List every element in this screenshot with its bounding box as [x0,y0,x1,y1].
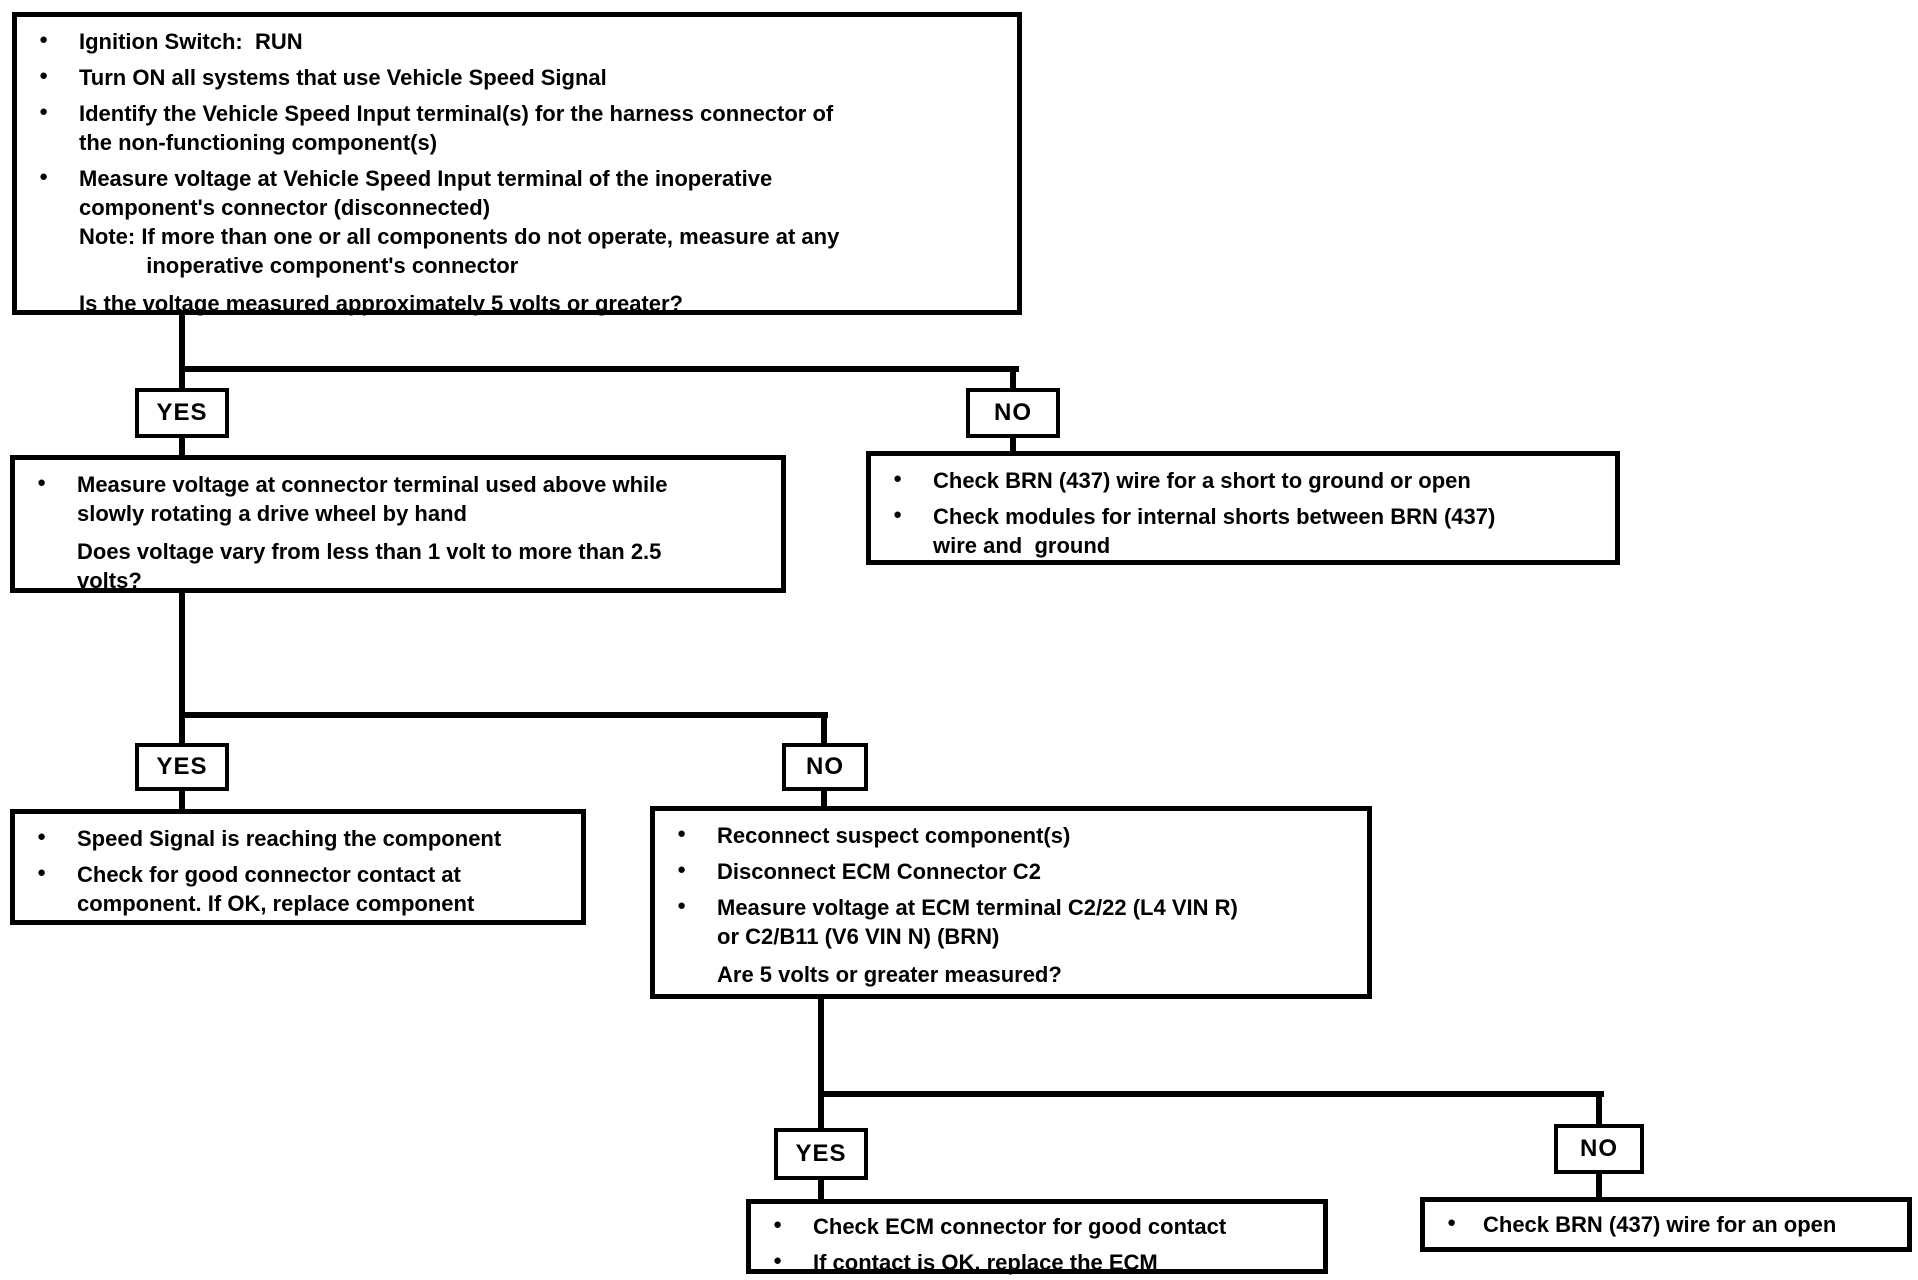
step-text: Speed Signal is reaching the component [77,826,502,851]
bullet-icon [1447,1215,1456,1230]
step-text: Measure voltage at ECM terminal C2/22 (L… [717,895,1238,949]
decision-question: Are 5 volts or greater measured? [669,960,1351,989]
connector-line [179,366,1019,372]
no-label-text: NO [806,753,844,780]
bullet-icon [893,471,902,486]
yes-branch-label: YES [774,1128,868,1180]
step-text: Check BRN (437) wire for a short to grou… [933,468,1471,493]
list-item: Identify the Vehicle Speed Input termina… [31,99,1001,157]
step-text: Reconnect suspect component(s) [717,823,1071,848]
bullet-icon [39,32,48,47]
list-item: Ignition Switch: RUN [31,27,1001,56]
list-item: Check BRN (437) wire for a short to grou… [885,466,1599,495]
step-text: Check BRN (437) wire for an open [1483,1212,1837,1237]
step-text: Check for good connector contact at comp… [77,862,475,916]
bullet-icon [773,1253,782,1268]
connector-line [179,435,185,457]
no-label-text: NO [994,399,1032,426]
yes-label-text: YES [795,1140,847,1167]
yes-branch-label: YES [135,743,229,791]
start-step-box: Ignition Switch: RUN Turn ON all systems… [12,12,1022,318]
step-text: Identify the Vehicle Speed Input termina… [79,101,834,155]
bullet-icon [37,865,46,880]
step-text: Measure voltage at connector terminal us… [77,472,668,526]
list-item: Check modules for internal shorts betwee… [885,502,1599,560]
connector-line [1596,1091,1602,1127]
connector-line [1596,1173,1602,1199]
bullet-icon [773,1217,782,1232]
bullet-icon [37,475,46,490]
step-text: Ignition Switch: RUN [79,29,303,54]
bullet-icon [677,898,686,913]
bullet-icon [893,507,902,522]
bullet-icon [677,862,686,877]
yes-label-text: YES [156,399,208,426]
signal-reaching-component-box: Speed Signal is reaching the component C… [10,809,586,925]
list-item: Check BRN (437) wire for an open [1439,1210,1891,1239]
list-item: Check for good connector contact at comp… [29,860,565,918]
question-text: Does voltage vary from less than 1 volt … [77,539,662,593]
list-item: Reconnect suspect component(s) [669,821,1351,850]
decision-question: Does voltage vary from less than 1 volt … [29,537,765,595]
list-item: Disconnect ECM Connector C2 [669,857,1351,886]
step-text: Check ECM connector for good contact [813,1214,1227,1239]
step-text: Disconnect ECM Connector C2 [717,859,1041,884]
step-text: Check modules for internal shorts betwee… [933,504,1496,558]
list-item: Speed Signal is reaching the component [29,824,565,853]
no-branch-label: NO [782,743,868,791]
step-text: Turn ON all systems that use Vehicle Spe… [79,65,607,90]
yes-label-text: YES [156,753,208,780]
list-item: Measure voltage at connector terminal us… [29,470,765,528]
connector-line [179,712,828,718]
connector-line [179,590,185,746]
connector-line [821,712,827,746]
question-text: Are 5 volts or greater measured? [717,962,1062,987]
connector-line [818,997,824,1131]
list-item: Measure voltage at ECM terminal C2/22 (L… [669,893,1351,951]
question-text: Is the voltage measured approximately 5 … [79,291,683,316]
connector-line [179,313,185,391]
list-item: Measure voltage at Vehicle Speed Input t… [31,164,1001,280]
list-item: Check ECM connector for good contact [765,1212,1307,1241]
yes-branch-label: YES [135,388,229,438]
connector-line [179,788,185,811]
bullet-icon [39,169,48,184]
no-branch-label: NO [966,388,1060,438]
measure-ecm-terminal-box: Reconnect suspect component(s) Disconnec… [650,806,1372,999]
bullet-icon [677,826,686,841]
connector-line [1010,366,1016,391]
connector-line [818,1179,824,1201]
step-text: Measure voltage at Vehicle Speed Input t… [79,166,840,278]
decision-question: Is the voltage measured approximately 5 … [31,289,1001,318]
check-ecm-connector-box: Check ECM connector for good contact If … [746,1199,1328,1277]
bullet-icon [39,104,48,119]
step-text: If contact is OK, replace the ECM [813,1250,1158,1275]
check-brn-open-box: Check BRN (437) wire for an open [1420,1197,1912,1252]
no-branch-label: NO [1554,1124,1644,1174]
bullet-icon [37,829,46,844]
connector-line [818,1091,1604,1097]
bullet-icon [39,68,48,83]
connector-line [1010,435,1016,454]
check-brn-short-box: Check BRN (437) wire for a short to grou… [866,451,1620,565]
list-item: If contact is OK, replace the ECM [765,1248,1307,1277]
measure-rotating-wheel-box: Measure voltage at connector terminal us… [10,455,786,593]
list-item: Turn ON all systems that use Vehicle Spe… [31,63,1001,92]
no-label-text: NO [1580,1135,1618,1162]
connector-line [821,788,827,809]
